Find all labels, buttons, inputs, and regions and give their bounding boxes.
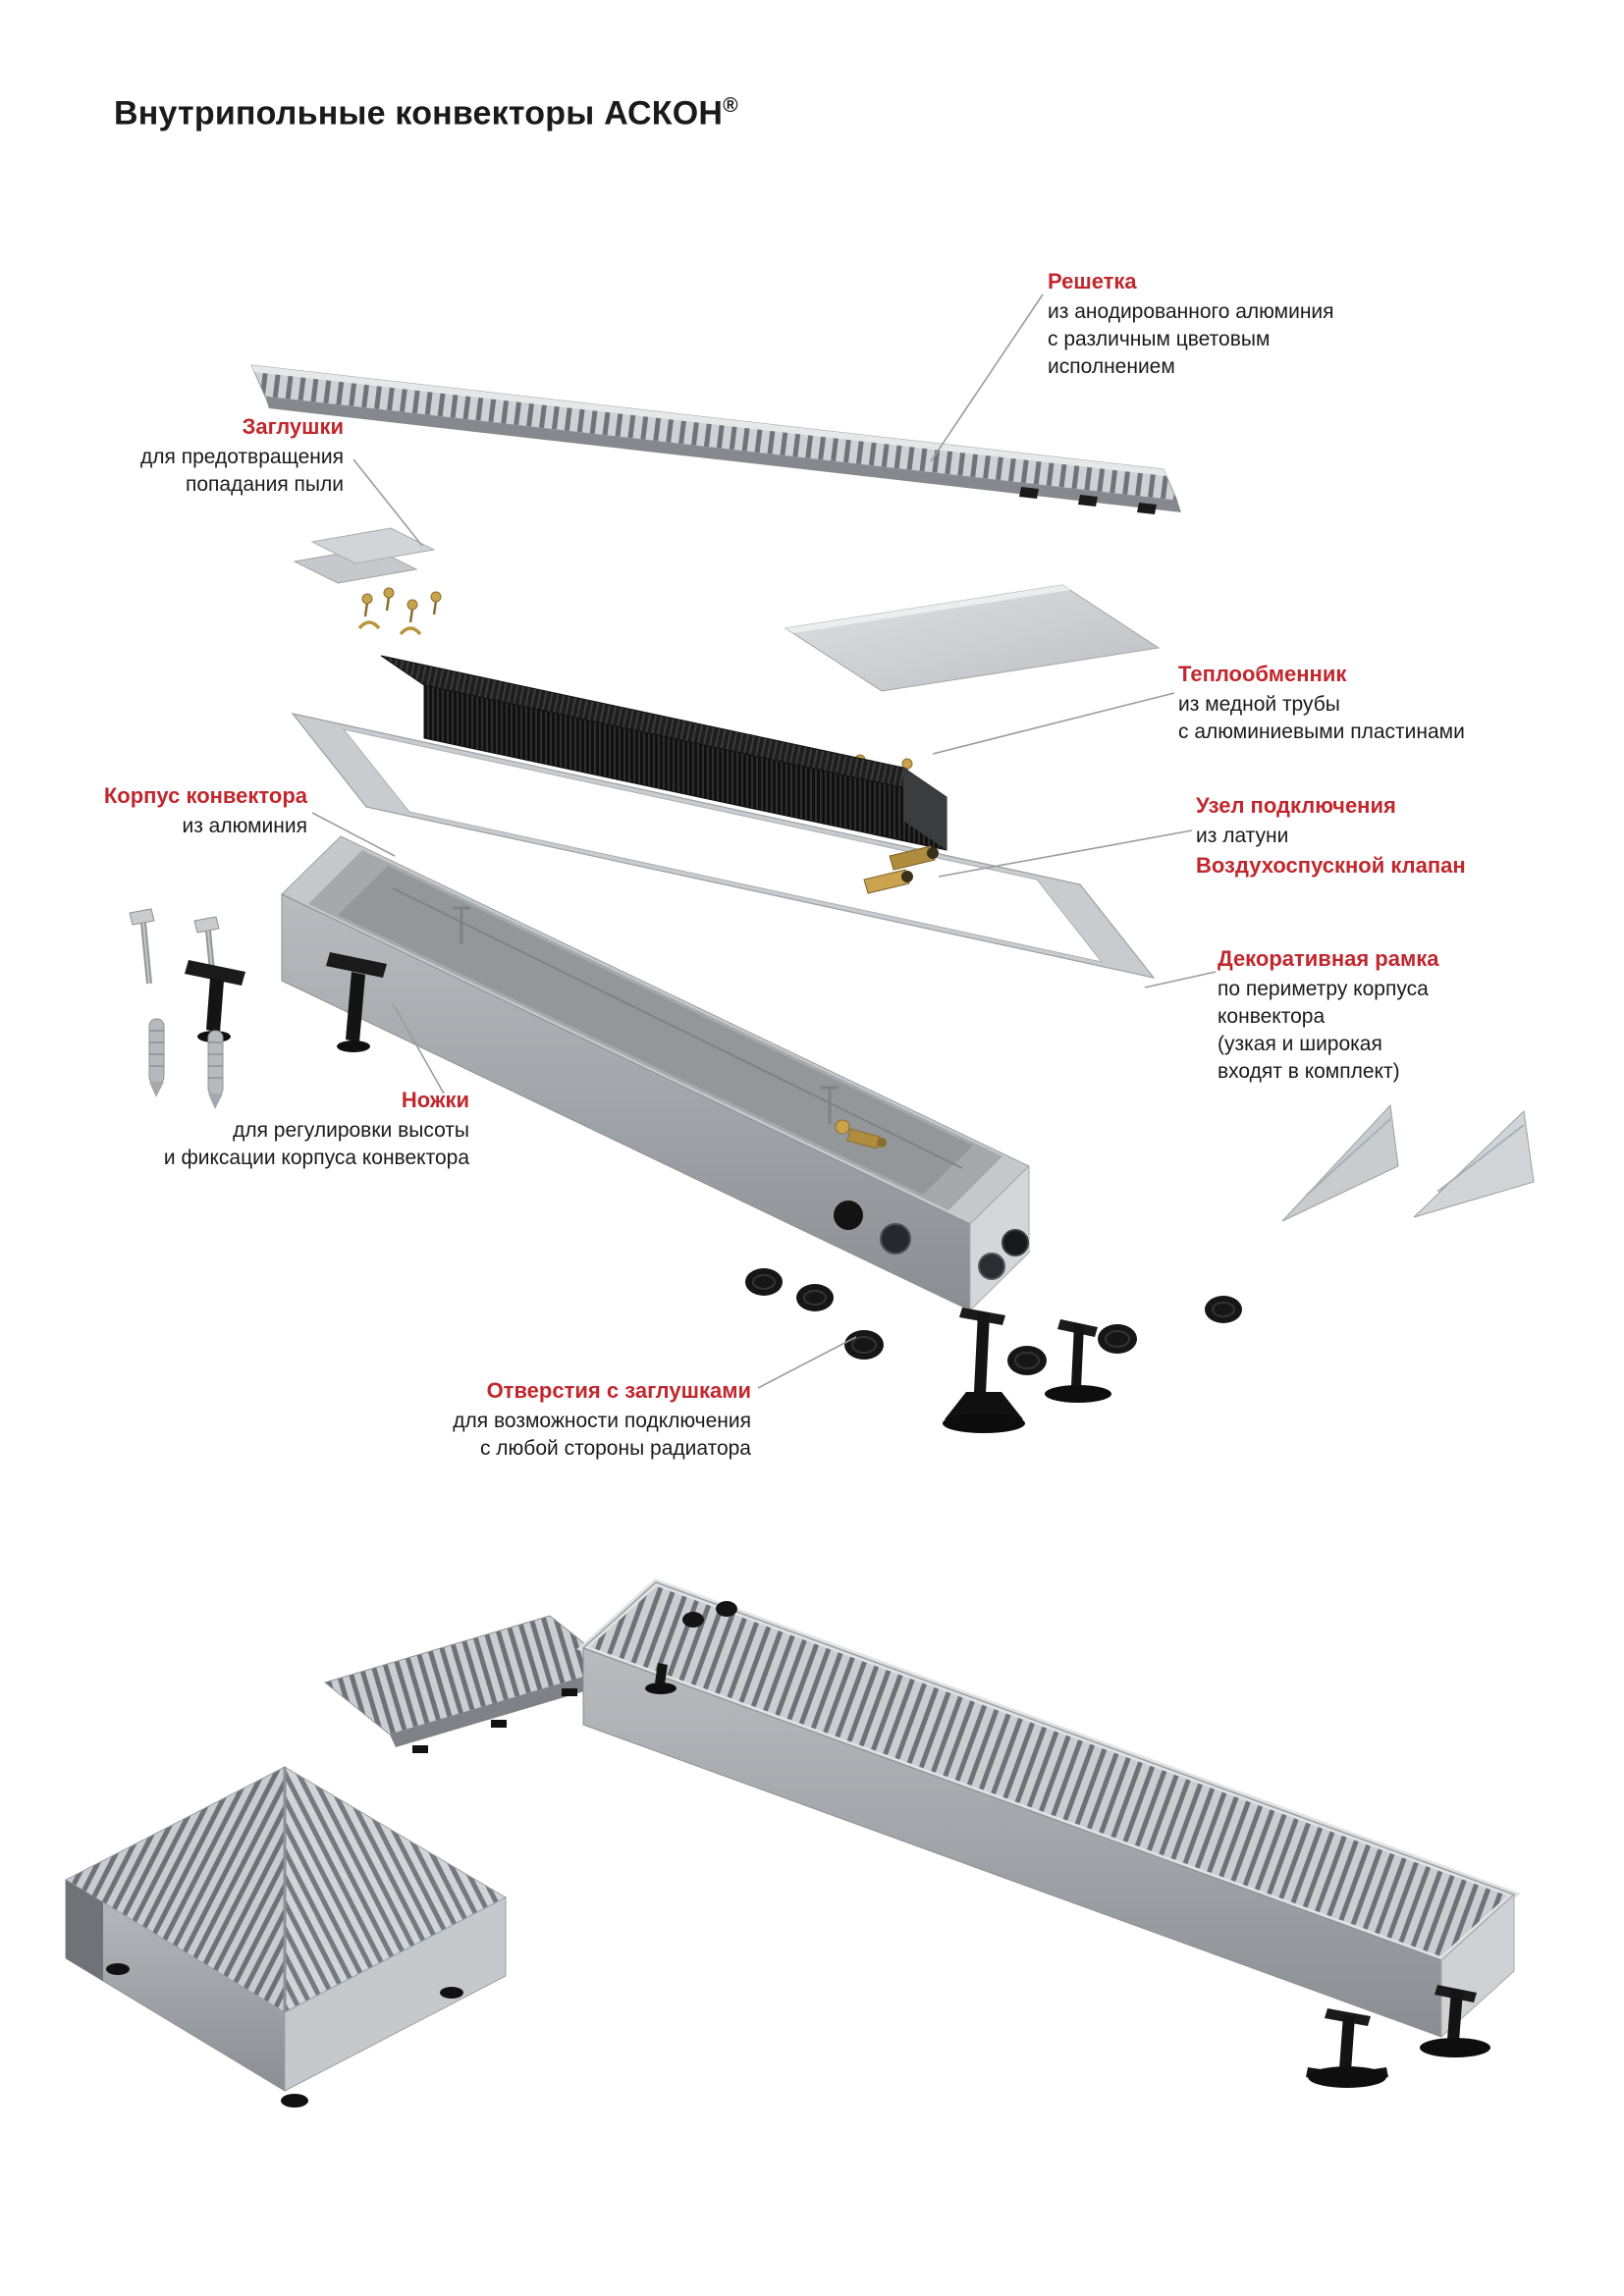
- leader-legs: [392, 1002, 445, 1095]
- label-legs-heading: Ножки: [401, 1088, 469, 1112]
- label-decorative-frame: Декоративная рамка по периметру корпуса …: [1218, 944, 1600, 1086]
- grille-segment: [323, 1615, 621, 1753]
- mounting-screws: [357, 587, 442, 636]
- label-legs-line: и фиксации корпуса конвектора: [163, 1147, 469, 1170]
- label-body-heading: Корпус конвектора: [103, 783, 307, 808]
- frame-profile-samples: [1281, 1103, 1535, 1222]
- leader-lines: [311, 294, 1217, 1389]
- exploded-view: [129, 364, 1535, 1433]
- leader-dust-plugs: [352, 458, 423, 547]
- leader-heat-exchanger: [932, 692, 1175, 755]
- leader-body: [311, 812, 396, 857]
- label-heat-exchanger-heading: Теплообменник: [1178, 662, 1347, 686]
- adjustable-feet: [943, 1308, 1111, 1433]
- leader-decorative-frame: [1144, 971, 1217, 988]
- label-connection-unit-line: из латуни: [1196, 825, 1289, 848]
- decorative-frame-part: [291, 713, 1156, 979]
- connection-unit-part: [863, 845, 939, 894]
- dust-plug-plates: [293, 527, 436, 584]
- heat-exchanger-part: [380, 655, 947, 894]
- label-grille-heading: Решетка: [1048, 269, 1137, 294]
- label-dust-plugs-heading: Заглушки: [242, 414, 344, 439]
- label-grille-line: исполнением: [1048, 355, 1175, 379]
- label-dust-plugs-line: попадания пыли: [185, 473, 344, 497]
- label-legs: Ножки для регулировки высоты и фиксации …: [128, 1086, 469, 1172]
- cover-plate: [784, 584, 1161, 692]
- registered-mark-icon: ®: [723, 94, 738, 117]
- page-title-text: Внутрипольные конвекторы АСКОН: [114, 94, 724, 133]
- label-legs-line: для регулировки высоты: [233, 1119, 469, 1143]
- label-side-holes-line: для возможности подключения: [453, 1410, 751, 1433]
- label-air-valve-heading: Воздухоспускной клапан: [1196, 853, 1466, 879]
- label-grille-line: из анодированного алюминия: [1048, 300, 1334, 324]
- leader-side-holes: [757, 1336, 857, 1389]
- page-title: Внутрипольные конвекторы АСКОН®: [114, 94, 738, 133]
- label-side-holes-heading: Отверстия с заглушками: [486, 1378, 751, 1403]
- label-dust-plugs-line: для предотвращения: [139, 446, 344, 469]
- label-dust-plugs: Заглушки для предотвращения попадания пы…: [20, 412, 344, 499]
- label-decorative-frame-line: (узкая и широкая: [1218, 1033, 1382, 1056]
- label-decorative-frame-line: по периметру корпуса: [1218, 978, 1429, 1001]
- label-decorative-frame-heading: Декоративная рамка: [1218, 946, 1439, 971]
- label-body: Корпус конвектора из алюминия: [8, 781, 307, 840]
- label-side-holes-line: с любой стороны радиатора: [479, 1437, 751, 1461]
- assembled-convector: [576, 1577, 1521, 2088]
- label-heat-exchanger-line: с алюминиевыми пластинами: [1178, 721, 1465, 744]
- label-grille-line: с различным цветовым: [1048, 328, 1271, 351]
- leader-grille: [930, 294, 1044, 462]
- label-side-holes: Отверстия с заглушками для возможности п…: [373, 1376, 751, 1463]
- corner-convector: [64, 1766, 508, 2108]
- label-body-line: из алюминия: [182, 815, 307, 838]
- convector-body-part: [281, 835, 1030, 1312]
- leg-hardware: [129, 908, 387, 1109]
- label-grille: Решетка из анодированного алюминия с раз…: [1048, 267, 1431, 381]
- label-connection-unit-heading: Узел подключения: [1196, 793, 1396, 818]
- label-connection-unit: Узел подключения из латуни Воздухоспускн…: [1196, 791, 1608, 880]
- label-heat-exchanger: Теплообменник из медной трубы с алюминие…: [1178, 660, 1591, 746]
- assembled-views: [64, 1577, 1521, 2108]
- grille-part: [250, 364, 1181, 514]
- label-decorative-frame-line: конвектора: [1218, 1005, 1326, 1029]
- label-heat-exchanger-line: из медной трубы: [1178, 693, 1340, 717]
- leader-connection-unit: [938, 829, 1193, 878]
- label-decorative-frame-line: входят в комплект): [1218, 1060, 1400, 1084]
